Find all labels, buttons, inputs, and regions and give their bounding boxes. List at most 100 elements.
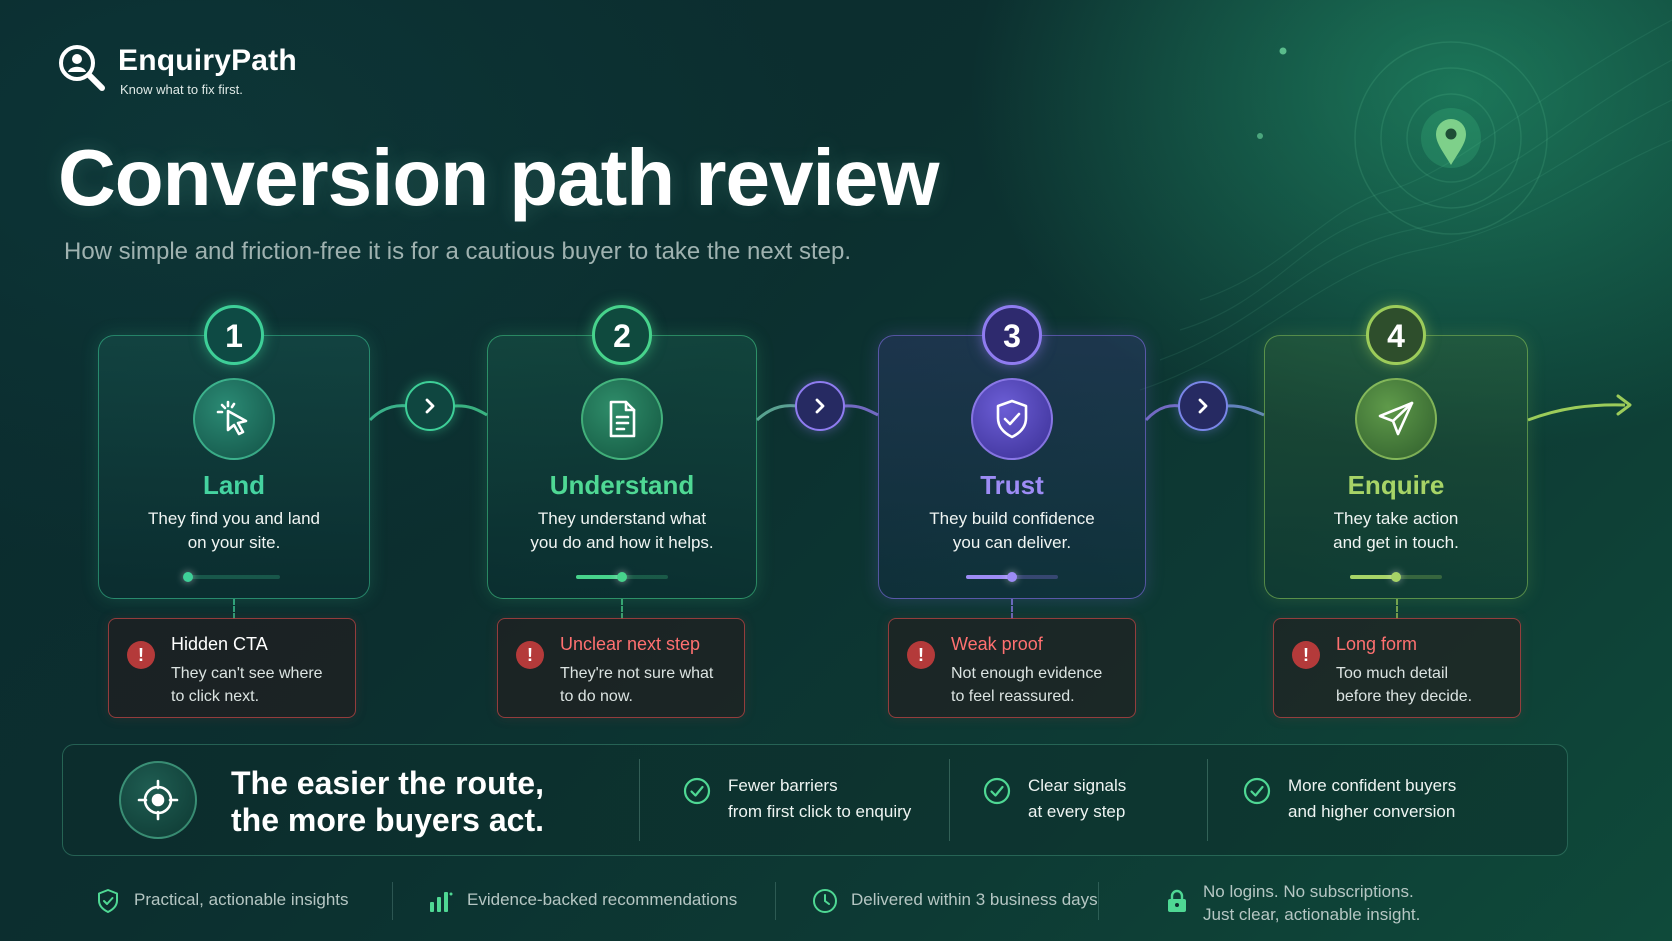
document-icon — [581, 378, 663, 460]
shield-check-icon — [971, 378, 1053, 460]
footer-text-line2: Just clear, actionable insight. — [1203, 905, 1421, 924]
step-progress-marker — [183, 572, 193, 582]
divider — [1098, 882, 1099, 920]
step-description-line1: They understand what — [537, 509, 707, 528]
issue-title: Long form — [1336, 634, 1418, 654]
bar-chart-icon — [430, 892, 453, 912]
issue-card-long-form: ! Long form Too much detail before they … — [1273, 618, 1521, 718]
divider — [639, 759, 640, 841]
issue-connector — [233, 599, 235, 619]
issue-description: They can't see where to click next. — [171, 662, 323, 708]
step-title: Understand — [549, 470, 695, 500]
issue-card-weak-proof: ! Weak proof Not enough evidence to feel… — [888, 618, 1136, 718]
issue-card-hidden-cta: ! Hidden CTA They can't see where to cli… — [108, 618, 356, 718]
step-description-line2: you can deliver. — [952, 533, 1072, 552]
next-step-arrow-2 — [795, 381, 845, 431]
clock-icon — [813, 889, 837, 913]
step-description-line2: on your site. — [187, 533, 281, 552]
next-step-arrow-1 — [405, 381, 455, 431]
page-subtitle: How simple and friction-free it is for a… — [64, 238, 852, 265]
target-icon — [119, 761, 197, 839]
step-progress — [576, 572, 668, 582]
step-description-line1: They build confidence — [929, 509, 1095, 528]
issue-description: Not enough evidence to feel reassured. — [951, 662, 1102, 708]
issue-connector — [621, 599, 623, 619]
alert-icon: ! — [907, 641, 935, 669]
divider — [1207, 759, 1208, 841]
benefit-line2: from first click to enquiry — [728, 802, 912, 821]
issue-description: Too much detail before they decide. — [1336, 662, 1472, 708]
check-circle-icon — [983, 777, 1011, 805]
issue-description-line1: Not enough evidence — [951, 665, 1103, 682]
step-description: They understand what you do and how it h… — [488, 507, 756, 555]
magnifier-person-icon — [59, 45, 105, 91]
step-progress-fill — [1350, 575, 1396, 579]
footer-text: Evidence-backed recommendations — [467, 890, 738, 909]
issue-card-unclear-next-step: ! Unclear next step They're not sure wha… — [497, 618, 745, 718]
issue-description-line1: They're not sure what — [560, 665, 714, 682]
footer-text: No logins. No subscriptions. Just clear,… — [1203, 880, 1420, 926]
issue-description-line2: to click next. — [171, 688, 260, 705]
alert-icon: ! — [516, 641, 544, 669]
step-description-line2: you do and how it helps. — [530, 533, 714, 552]
step-card-land: 1 Land They find you and land on your si… — [98, 305, 370, 599]
issue-description: They're not sure what to do now. — [560, 662, 713, 708]
step-progress — [183, 572, 280, 582]
step-progress-fill — [576, 575, 622, 579]
alert-icon: ! — [127, 641, 155, 669]
banner-headline-line1: The easier the route, — [231, 765, 544, 801]
issue-title: Unclear next step — [560, 634, 701, 654]
banner-headline: The easier the route, the more buyers ac… — [231, 765, 544, 839]
step-number-badge: 3 — [982, 305, 1042, 365]
chevron-right-icon — [815, 398, 825, 414]
brand-name: EnquiryPath — [118, 44, 297, 77]
banner-headline-line2: the more buyers act. — [231, 802, 544, 838]
step-card-enquire: 4 Enquire They take action and get in to… — [1264, 305, 1528, 599]
issue-title: Hidden CTA — [171, 634, 268, 654]
step-progress-fill — [966, 575, 1012, 579]
check-circle-icon — [683, 777, 711, 805]
alert-icon: ! — [1292, 641, 1320, 669]
benefit-text: More confident buyers and higher convers… — [1288, 773, 1456, 825]
chevron-right-icon — [425, 398, 435, 414]
brand-tagline: Know what to fix first. — [120, 82, 243, 97]
step-number-badge: 2 — [592, 305, 652, 365]
benefit-line1: Clear signals — [1028, 776, 1127, 795]
issue-description-line1: Too much detail — [1336, 665, 1449, 682]
footer-text: Delivered within 3 business days — [851, 890, 1098, 909]
step-description-line1: They find you and land — [147, 509, 320, 528]
benefit-text: Fewer barriers from first click to enqui… — [728, 773, 911, 825]
brand: EnquiryPath Know what to fix first. — [56, 42, 476, 102]
step-title: Trust — [980, 470, 1044, 500]
step-description-line1: They take action — [1333, 509, 1459, 528]
divider — [949, 759, 950, 841]
paper-plane-icon — [1355, 378, 1437, 460]
step-progress-marker — [617, 572, 627, 582]
divider — [392, 882, 393, 920]
benefit-text: Clear signals at every step — [1028, 773, 1126, 825]
step-description: They find you and land on your site. — [99, 507, 369, 555]
summary-banner: The easier the route, the more buyers ac… — [62, 744, 1568, 856]
benefit-line2: and higher conversion — [1288, 802, 1456, 821]
step-progress — [966, 572, 1058, 582]
step-description-line2: and get in touch. — [1333, 533, 1459, 552]
page-title: Conversion path review — [58, 133, 939, 222]
step-progress-marker — [1007, 572, 1017, 582]
step-progress-marker — [1391, 572, 1401, 582]
issue-description-line2: to do now. — [560, 688, 633, 705]
step-number-badge: 4 — [1366, 305, 1426, 365]
lock-icon — [1168, 889, 1186, 912]
benefit-line1: Fewer barriers — [728, 776, 838, 795]
step-description: They build confidence you can deliver. — [879, 507, 1145, 555]
benefit-line1: More confident buyers — [1288, 776, 1457, 795]
step-title: Enquire — [1347, 470, 1445, 500]
step-progress — [1350, 572, 1442, 582]
step-number-badge: 1 — [204, 305, 264, 365]
footer-text: Practical, actionable insights — [134, 890, 349, 909]
next-step-arrow-3 — [1178, 381, 1228, 431]
issue-connector — [1011, 599, 1013, 619]
cursor-click-icon — [193, 378, 275, 460]
step-title: Land — [202, 470, 266, 500]
check-circle-icon — [1243, 777, 1271, 805]
chevron-right-icon — [1198, 398, 1208, 414]
